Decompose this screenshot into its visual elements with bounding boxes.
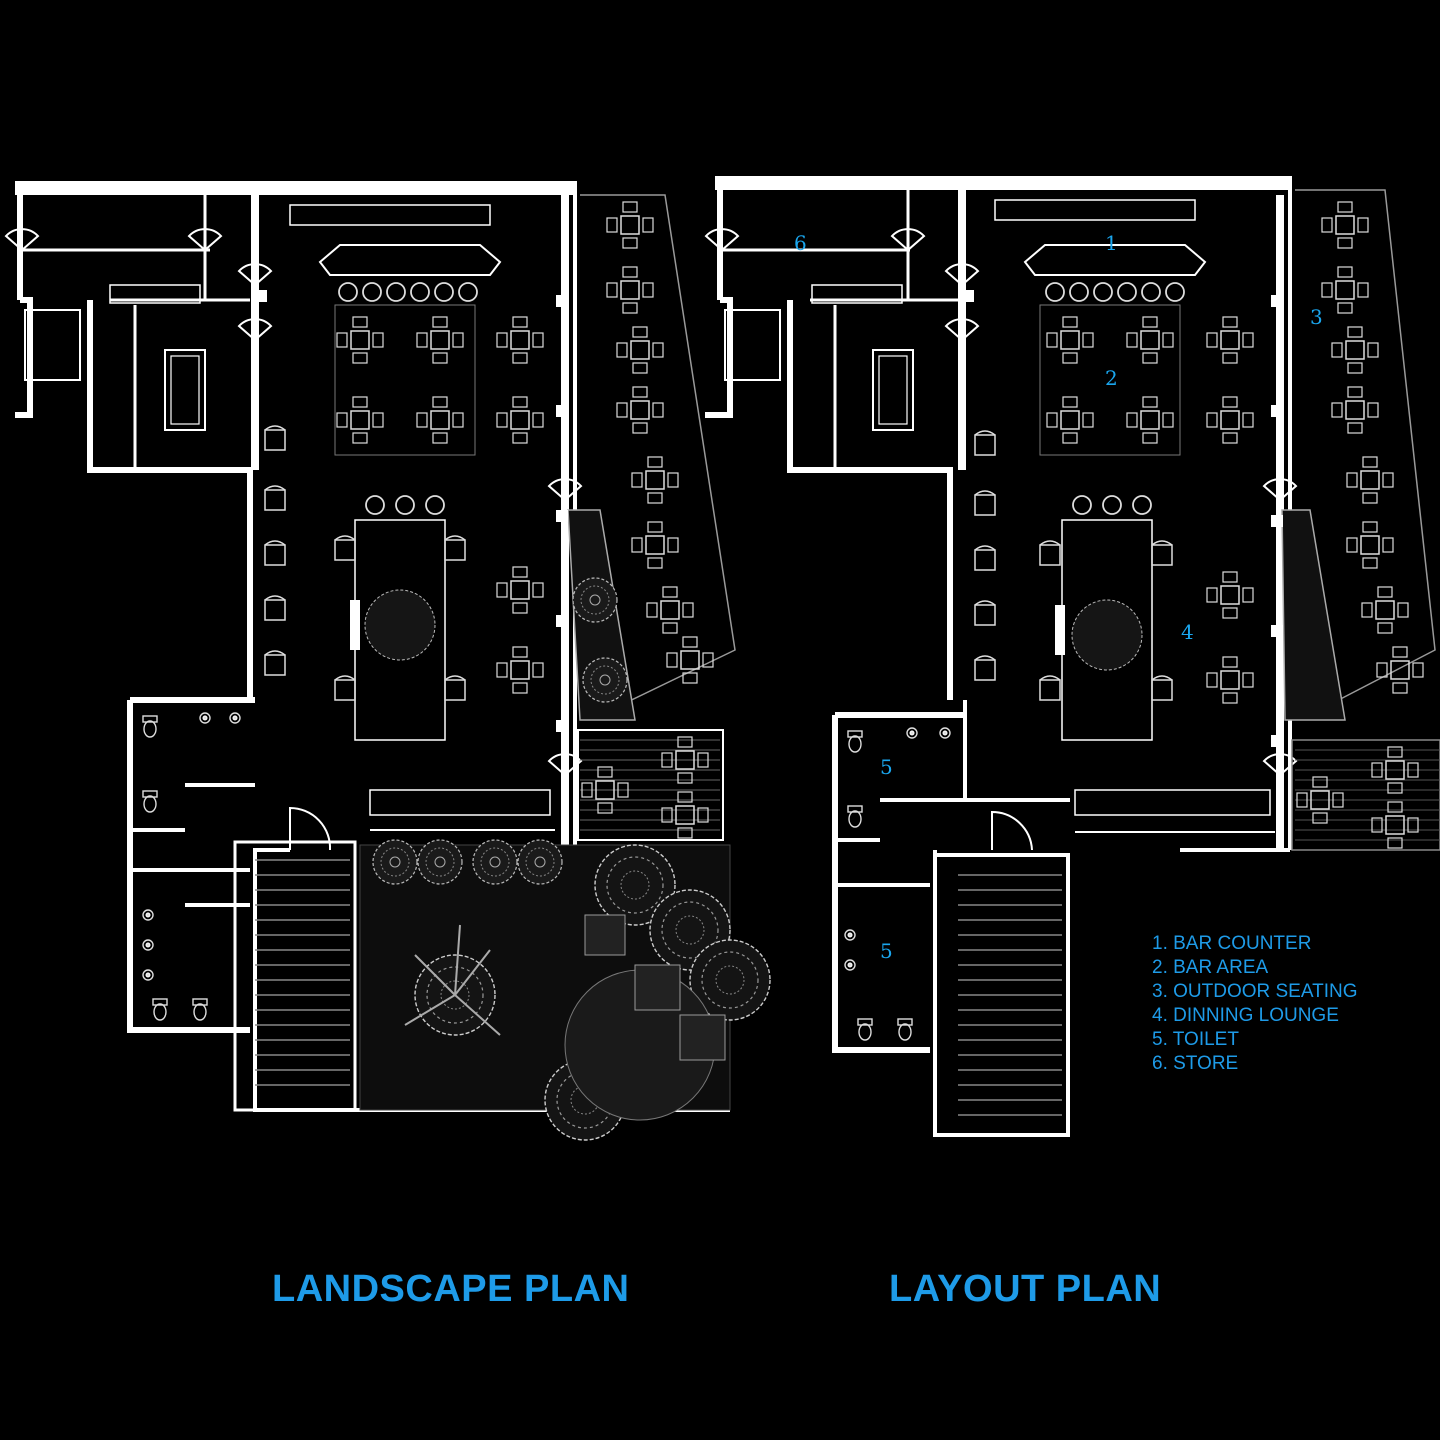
legend-item: 1. BAR COUNTER (1152, 933, 1312, 954)
layout-plan-title: LAYOUT PLAN (889, 1268, 1162, 1310)
legend-item: 6. STORE (1152, 1053, 1239, 1074)
layout-plan-drawing (705, 176, 1440, 1137)
room-number-bar-area: 2 (1105, 366, 1118, 390)
room-number-bar-counter: 1 (1105, 231, 1118, 255)
room-number-toilet-upper: 5 (880, 755, 893, 779)
room-number-outdoor-seating: 3 (1310, 305, 1323, 329)
room-number-toilet-lower: 5 (880, 939, 893, 963)
legend-item: 5. TOILET (1152, 1029, 1239, 1050)
landscape-plan-drawing (5, 181, 771, 1141)
room-legend: 1. BAR COUNTER 2. BAR AREA 3. OUTDOOR SE… (1152, 932, 1358, 1076)
legend-item: 4. DINNING LOUNGE (1152, 1005, 1339, 1026)
room-number-dinning-lounge: 4 (1181, 620, 1194, 644)
legend-item: 3. OUTDOOR SEATING (1152, 981, 1358, 1002)
legend-item: 2. BAR AREA (1152, 957, 1269, 978)
room-number-store: 6 (794, 231, 807, 255)
landscape-plan-title: LANDSCAPE PLAN (272, 1268, 630, 1310)
